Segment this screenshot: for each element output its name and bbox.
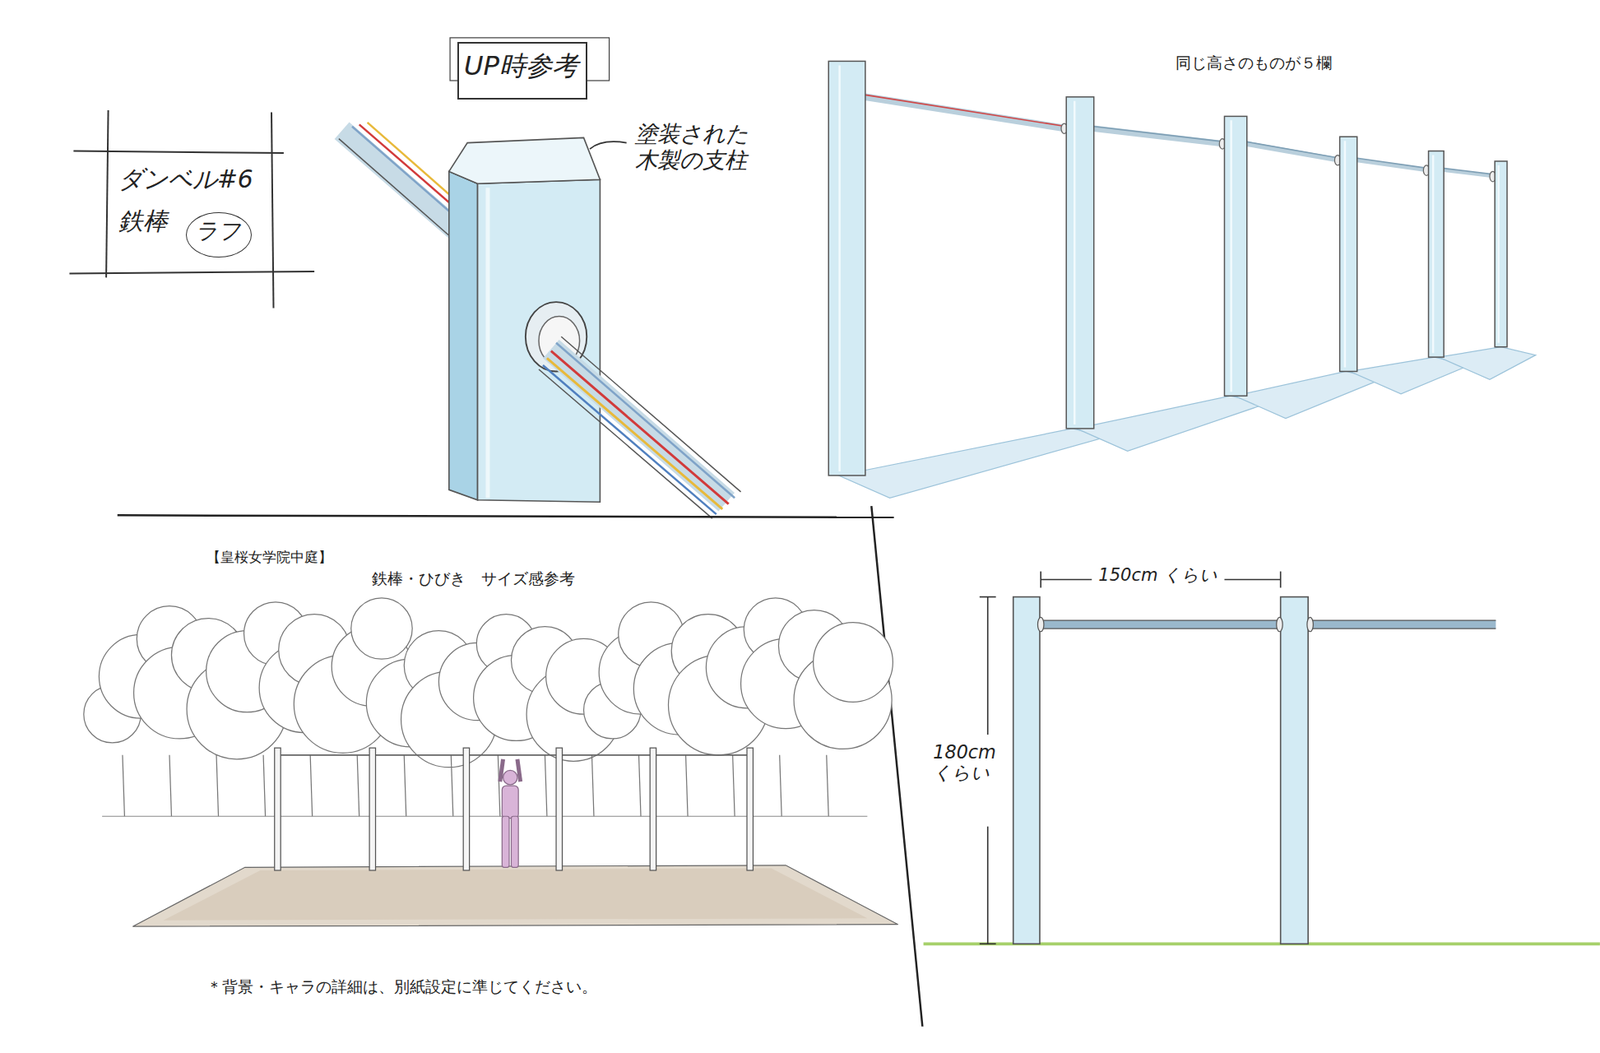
note-label: 鉄棒・ひびき サイズ感参考 xyxy=(369,569,578,589)
front-elevation xyxy=(923,571,1600,945)
divider xyxy=(871,505,923,1027)
courtyard-scene xyxy=(83,598,899,927)
bar-row xyxy=(828,60,1536,498)
post-closeup xyxy=(338,122,742,519)
note-label: 【皇桜女学院中庭】 xyxy=(204,548,335,567)
circled-note: ラフ xyxy=(185,212,252,258)
title-box: UP時参考 xyxy=(457,41,588,100)
note-label: 同じ高さのものが５欄 xyxy=(1173,53,1335,73)
note-label: 塗装された 木製の支柱 xyxy=(632,120,766,174)
note-frame: ダンベル#6鉄棒ラフ xyxy=(114,159,260,252)
frame-lines xyxy=(69,110,315,309)
note-label: ＊背景・キャラの詳細は、別紙設定に準じてください。 xyxy=(204,977,600,997)
node-text: ダンベル#6 xyxy=(118,162,256,197)
divider xyxy=(117,514,895,517)
dimension-label: 150cm くらい xyxy=(1095,564,1220,586)
node-text: ラフ xyxy=(194,216,243,246)
dimension-label: 180cm くらい xyxy=(930,741,1003,785)
node-text: UP時参考 xyxy=(463,48,581,85)
